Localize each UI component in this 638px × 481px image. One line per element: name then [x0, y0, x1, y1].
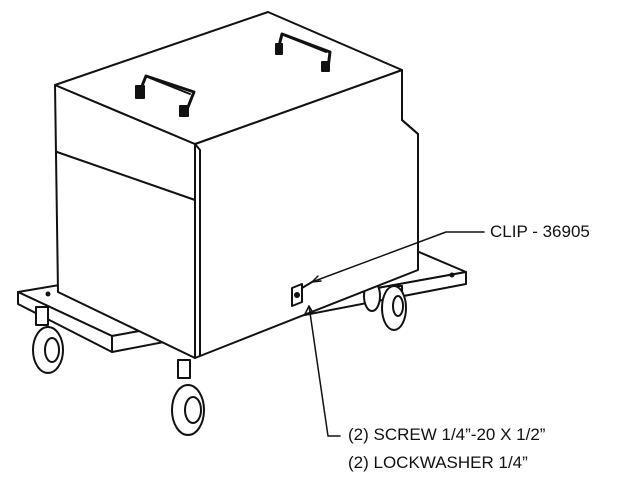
screw-leader-arrow: [304, 305, 314, 315]
cabinet-body: [54, 11, 419, 359]
caster-wheel-back-right: [381, 285, 407, 331]
lockwasher-callout-label: (2) LOCKWASHER 1/4”: [348, 453, 528, 472]
caster-wheel-front-right: [171, 359, 205, 436]
clip-leader-arrow: [311, 275, 322, 283]
carry-handles: [135, 32, 332, 117]
handle-front: [135, 74, 196, 117]
caster-wheels: [32, 280, 407, 436]
clip-callout-label: CLIP - 36905: [490, 222, 590, 241]
caster-wheel-front-left: [32, 306, 64, 374]
handle-rear: [275, 32, 332, 72]
mounting-clip: [291, 281, 313, 307]
clip-leader: [311, 231, 485, 283]
screw-callout-label: (2) SCREW 1/4”-20 X 1/2”: [348, 425, 546, 444]
leader-lines: [304, 231, 485, 437]
screw-leader: [308, 305, 341, 437]
